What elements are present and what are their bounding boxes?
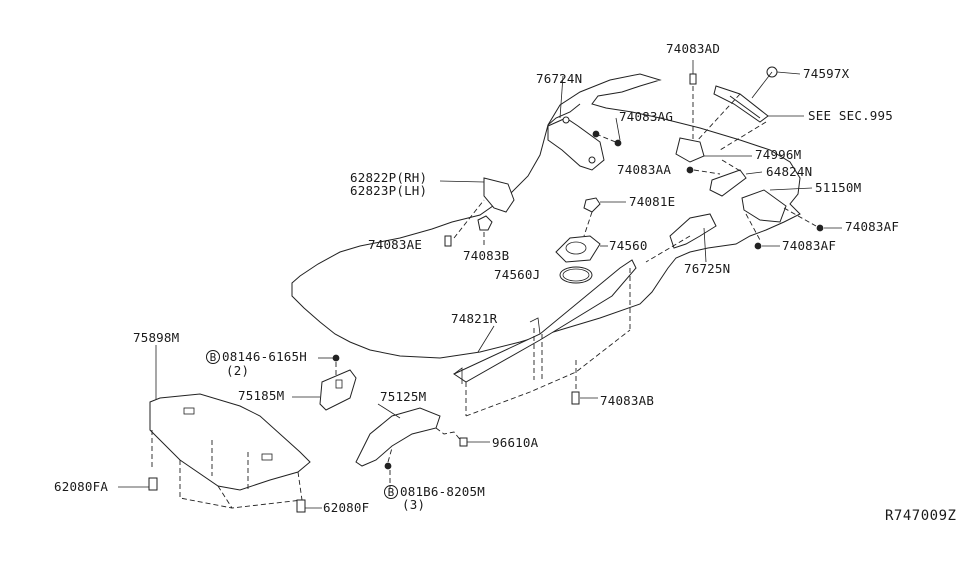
label-74081E: 74081E	[629, 194, 676, 209]
label-74083AA: 74083AA	[617, 162, 672, 177]
rail-74821R	[452, 259, 637, 417]
bracket-76724N	[547, 75, 605, 171]
clip-74083B	[477, 215, 493, 248]
bolt-symbol-b: B	[206, 350, 220, 364]
label-51150M: 51150M	[815, 180, 862, 195]
label-75185M: 75185M	[238, 388, 285, 403]
label-74083AF-upper: 74083AF	[845, 219, 900, 234]
bolts-74083AF	[754, 224, 842, 250]
bolt-74083AB	[571, 391, 598, 405]
jack-assembly	[695, 66, 804, 151]
floor-panel-outline	[291, 73, 801, 359]
bracket-75185M	[292, 354, 357, 411]
label-74560: 74560	[609, 238, 648, 253]
label-qty-3: (3)	[402, 497, 426, 512]
bolt-74083AD	[689, 60, 697, 140]
label-74083AE: 74083AE	[368, 237, 423, 252]
clip-96610A	[459, 437, 490, 447]
label-08146-6165H-text: 08146-6165H	[222, 349, 307, 364]
label-74821R: 74821R	[451, 311, 498, 326]
diagram-reference-code: R747009Z	[885, 508, 957, 524]
bracket-64824N	[709, 159, 763, 197]
clip-74081E	[583, 197, 626, 237]
label-62080FA: 62080FA	[54, 479, 109, 494]
bracket-74996M	[675, 137, 752, 163]
bolt-74083AA	[686, 166, 721, 175]
label-74083AB: 74083AB	[600, 393, 655, 408]
label-081B6-8205M-text: 081B6-8205M	[400, 484, 485, 499]
label-74996M: 74996M	[755, 147, 802, 162]
ring-74560J	[559, 266, 593, 284]
label-62822P: 62822P(RH)	[350, 170, 428, 185]
label-74083AD: 74083AD	[666, 41, 721, 56]
label-75898M: 75898M	[133, 330, 180, 345]
label-74083B: 74083B	[463, 248, 510, 263]
label-74083AG: 74083AG	[619, 109, 674, 124]
label-64824N: 64824N	[766, 164, 813, 179]
bracket-62822P	[439, 177, 515, 239]
bolts-74083AG	[592, 117, 622, 147]
label-74083AF-lower: 74083AF	[782, 238, 837, 253]
bolts-62080F	[118, 477, 322, 513]
label-74597X: 74597X	[803, 66, 850, 81]
bracket-76725N	[645, 213, 717, 263]
cover-74560	[555, 235, 608, 263]
label-62080F: 62080F	[323, 500, 370, 515]
label-75125M: 75125M	[380, 389, 427, 404]
label-76724N: 76724N	[536, 71, 583, 86]
label-76725N: 76725N	[684, 261, 731, 276]
undercover-75898M	[149, 345, 311, 509]
bolt-74083AE	[444, 235, 452, 247]
bolt-symbol-b: B	[384, 485, 398, 499]
label-74560J: 74560J	[494, 267, 541, 282]
label-62823P: 62823P(LH)	[350, 183, 428, 198]
bracket-51150M	[741, 187, 817, 241]
protector-75125M	[355, 403, 463, 488]
label-96610A: 96610A	[492, 435, 539, 450]
label-qty-2: (2)	[226, 363, 250, 378]
label-see-sec-995: SEE SEC.995	[808, 108, 893, 123]
